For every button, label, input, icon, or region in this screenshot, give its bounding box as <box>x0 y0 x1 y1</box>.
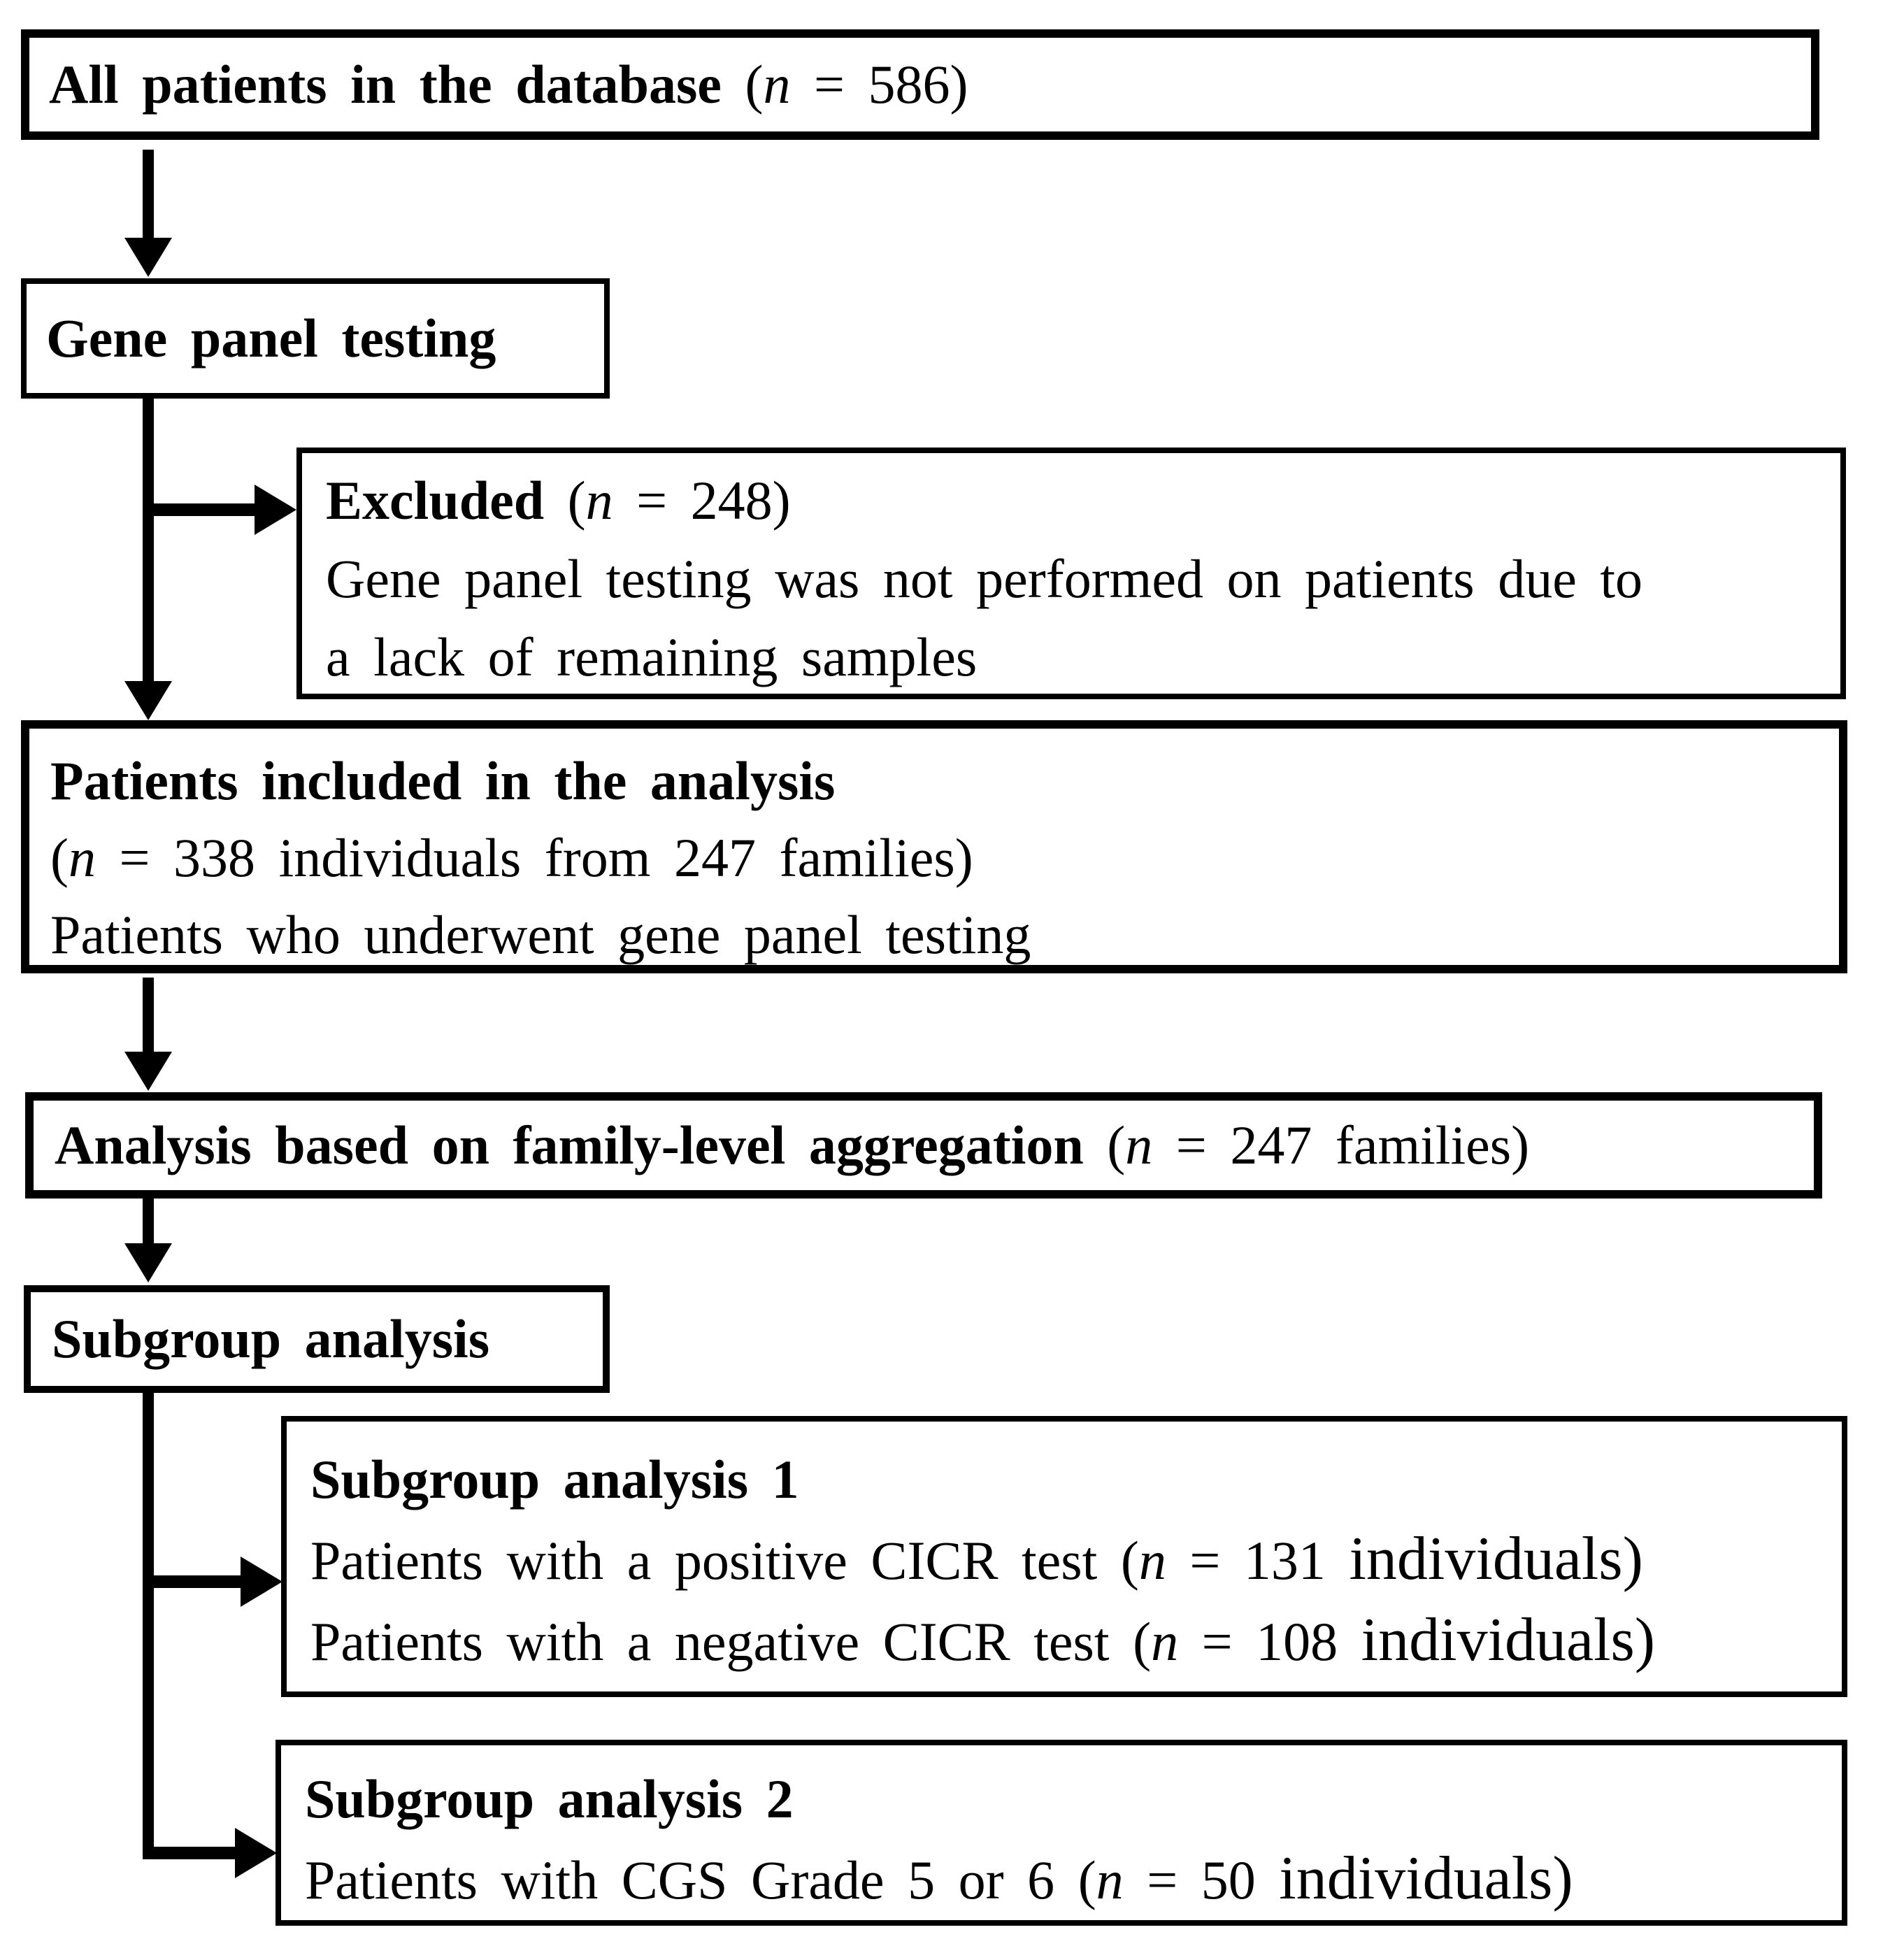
arrow-down-4-shaft <box>143 1199 154 1246</box>
box-patients-included: Patients included in the analysis (n = 3… <box>21 720 1847 973</box>
arrow-down-4-head <box>124 1243 172 1282</box>
box-subgroup-analysis: Subgroup analysis <box>24 1285 610 1393</box>
box-patients-included-count: (n = 338 individuals from 247 families) <box>50 827 973 888</box>
branch-arrow-subgroup2-head <box>235 1828 277 1878</box>
branch-arrow-subgroup2-shaft <box>143 1847 235 1859</box>
branch-trunk-shaft <box>143 1393 154 1859</box>
box-excluded: Excluded (n = 248) Gene panel testing wa… <box>296 448 1846 699</box>
box-patients-included-title: Patients included in the analysis <box>50 750 836 811</box>
box-gene-panel-text: Gene panel testing <box>46 308 496 369</box>
box-subgroup1-title: Subgroup analysis 1 <box>310 1449 799 1510</box>
box-all-patients: All patients in the database (n = 586) <box>21 29 1819 140</box>
arrow-down-1-head <box>124 238 172 277</box>
box-excluded-title: Excluded (n = 248) <box>326 470 791 531</box>
box-all-patients-text: All patients in the database (n = 586) <box>49 54 968 115</box>
box-family-aggregation-text: Analysis based on family-level aggregati… <box>55 1115 1530 1175</box>
box-gene-panel-testing: Gene panel testing <box>21 278 610 399</box>
branch-arrow-subgroup1-head <box>241 1557 282 1607</box>
branch-arrow-excluded-shaft <box>143 503 255 516</box>
box-subgroup-analysis-1: Subgroup analysis 1 Patients with a posi… <box>281 1416 1847 1697</box>
arrow-down-3-shaft <box>143 978 154 1054</box>
branch-arrow-excluded-head <box>255 485 296 535</box>
box-subgroup1-negative: Patients with a negative CICR test (n = … <box>310 1606 1656 1674</box>
arrow-down-2-head <box>124 681 172 720</box>
box-subgroup-analysis-text: Subgroup analysis <box>52 1308 490 1369</box>
arrow-down-1-shaft <box>143 150 154 241</box>
box-subgroup-analysis-2: Subgroup analysis 2 Patients with CGS Gr… <box>275 1740 1847 1926</box>
box-excluded-reason-line1: Gene panel testing was not performed on … <box>326 548 1643 609</box>
box-family-aggregation: Analysis based on family-level aggregati… <box>25 1092 1822 1199</box>
branch-arrow-subgroup1-shaft <box>143 1575 241 1588</box>
box-patients-included-desc: Patients who underwent gene panel testin… <box>50 904 1031 965</box>
arrow-down-3-head <box>124 1052 172 1091</box>
box-subgroup2-criteria: Patients with CGS Grade 5 or 6 (n = 50 i… <box>305 1845 1573 1912</box>
box-subgroup1-positive: Patients with a positive CICR test (n = … <box>310 1525 1643 1593</box>
box-subgroup2-title: Subgroup analysis 2 <box>305 1768 794 1829</box>
box-excluded-reason-line2: a lack of remaining samples <box>326 627 978 687</box>
arrow-down-2-shaft <box>143 399 154 682</box>
